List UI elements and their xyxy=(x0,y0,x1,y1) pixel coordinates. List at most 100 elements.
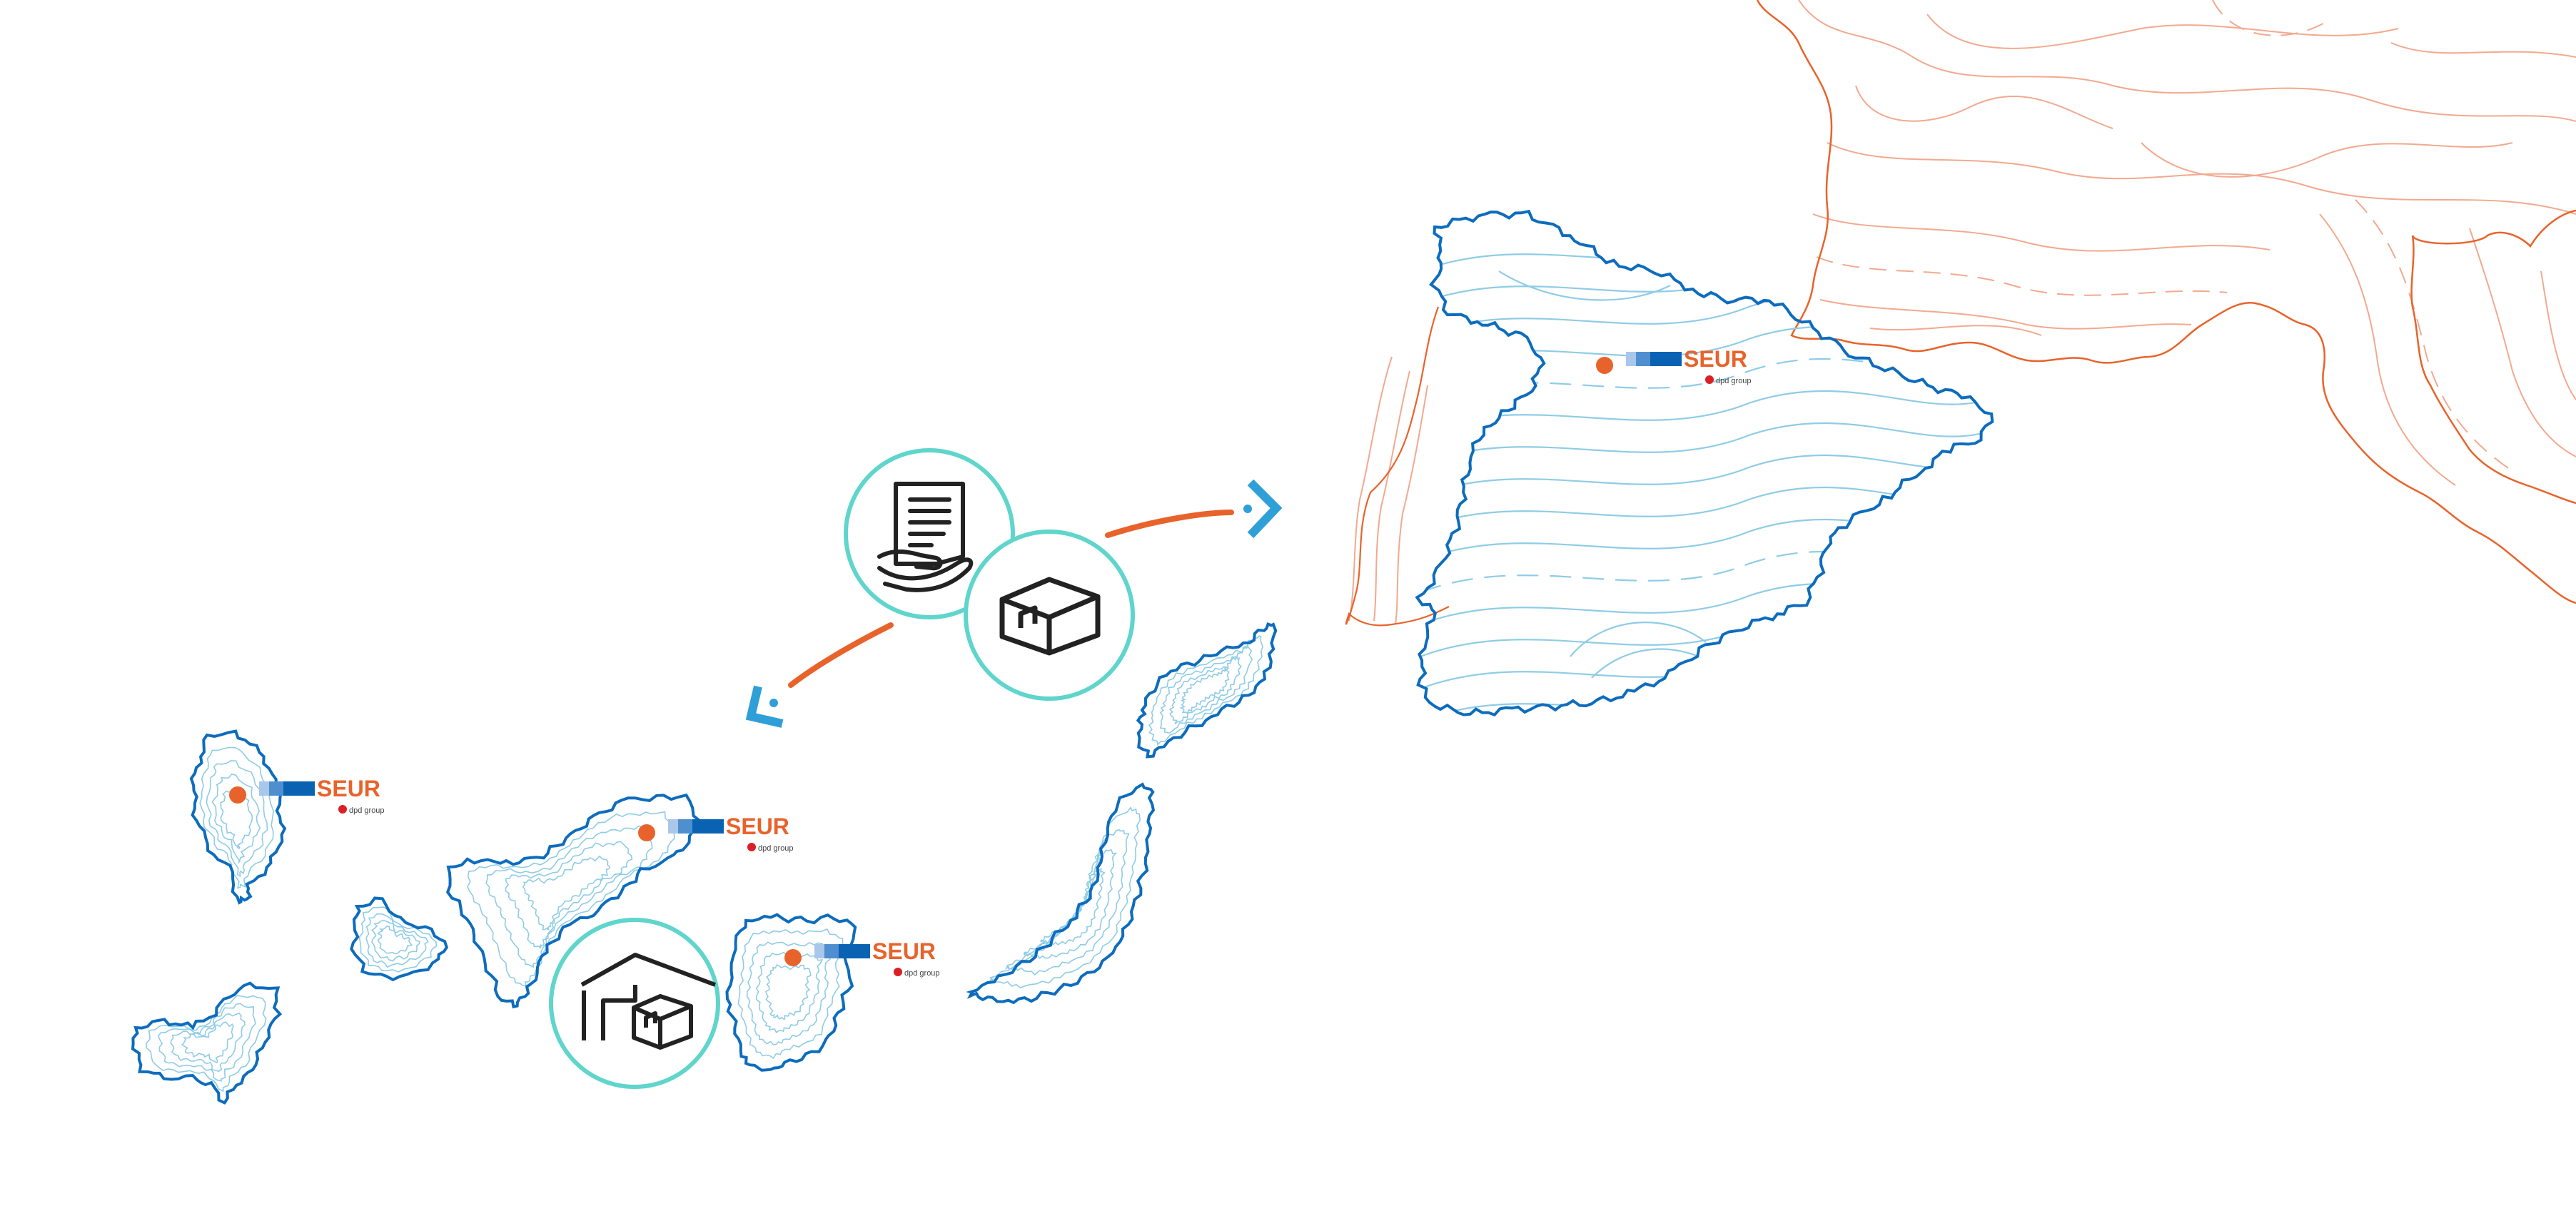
warehouse-icon xyxy=(549,918,720,1089)
contour-line xyxy=(737,928,844,1059)
contour-line xyxy=(1420,422,1993,465)
contour-line xyxy=(1798,0,2576,122)
contour-line xyxy=(2212,0,2328,36)
contour-line xyxy=(1869,325,2042,336)
contour-line xyxy=(157,1003,256,1082)
contour-line xyxy=(1348,356,1393,622)
contour-line xyxy=(1420,518,1993,562)
france-coastline xyxy=(1756,0,2576,604)
contour-line xyxy=(2319,213,2456,486)
contour-line xyxy=(358,906,438,973)
island-coastline xyxy=(189,729,287,905)
contour-line xyxy=(1420,454,1993,497)
contour-line xyxy=(170,1012,246,1073)
seur-marker-tenerife: SEUR dpd group xyxy=(638,814,794,853)
chevron-right-icon xyxy=(1247,479,1283,539)
contour-line xyxy=(1420,390,1993,433)
arrow-to-islands xyxy=(745,622,894,728)
contour-line xyxy=(1420,582,1993,626)
france-contour-lines xyxy=(1348,0,2576,625)
contour-line xyxy=(2540,270,2576,400)
contour-line xyxy=(1819,299,2192,330)
dpd-group-text: dpd group xyxy=(904,969,940,978)
dpd-cube-icon xyxy=(338,805,347,814)
contour-line xyxy=(1498,270,1671,301)
dpd-cube-icon xyxy=(747,843,756,851)
island-coastline xyxy=(350,896,448,982)
spain-coastline xyxy=(1415,209,1994,717)
contour-line xyxy=(1179,666,1230,714)
contour-line xyxy=(211,773,261,864)
contour-line xyxy=(1395,385,1428,625)
contour-line xyxy=(1420,550,1993,594)
logo-bar xyxy=(1626,352,1636,366)
dpd-cube-icon xyxy=(894,968,902,976)
contour-line xyxy=(1827,142,2576,215)
contour-line xyxy=(467,811,675,986)
package-box-icon xyxy=(964,530,1135,701)
contour-line xyxy=(1812,213,2271,252)
logo-bar xyxy=(1650,352,1682,366)
contour-line xyxy=(989,806,1141,989)
contour-line xyxy=(370,920,420,962)
contour-line xyxy=(220,788,253,849)
location-dot xyxy=(638,824,655,841)
dpd-group-text: dpd group xyxy=(1716,377,1752,385)
logo-bar xyxy=(839,944,870,958)
contour-line xyxy=(755,951,824,1033)
seur-logo-text: SEUR xyxy=(1684,346,1747,372)
island-coastline xyxy=(445,793,702,1009)
contour-line xyxy=(1159,646,1253,734)
contour-line xyxy=(1148,635,1263,746)
contour-line xyxy=(377,926,413,955)
island-gran-canaria xyxy=(725,913,857,1072)
canary-islands xyxy=(131,622,1278,1105)
contour-line xyxy=(1420,614,1993,658)
contour-line xyxy=(505,841,633,950)
seur-logo-text: SEUR xyxy=(726,814,789,839)
logo-bar xyxy=(259,781,269,796)
dpd-cube-icon xyxy=(1705,375,1714,384)
contour-line xyxy=(1420,229,1993,273)
seur-marker-spain: SEUR dpd group xyxy=(1596,346,1752,385)
portugal-coastline xyxy=(1345,306,1450,627)
island-tenerife xyxy=(445,793,702,1009)
spain-contour-lines xyxy=(1420,229,1993,715)
contour-line xyxy=(365,913,429,968)
corsica-coastline xyxy=(2410,209,2576,505)
contour-line xyxy=(522,855,611,931)
island-la-gomera xyxy=(350,896,448,982)
seur-logo-text: SEUR xyxy=(872,938,936,964)
spain-region xyxy=(1415,209,1994,717)
contour-line xyxy=(746,941,833,1045)
island-el-hierro xyxy=(131,981,283,1105)
contour-line xyxy=(1420,261,1993,305)
contour-line xyxy=(1816,256,2228,296)
island-fuerteventura xyxy=(966,782,1156,1005)
contour-line xyxy=(1926,14,2399,49)
contour-line xyxy=(1023,848,1117,960)
logo-bar xyxy=(678,819,692,834)
contour-line xyxy=(2355,199,2513,472)
contour-line xyxy=(146,995,267,1093)
contour-line xyxy=(206,760,268,877)
contour-line xyxy=(2141,142,2513,178)
logo-bar xyxy=(692,819,724,834)
contour-line xyxy=(1570,622,1707,657)
contour-line xyxy=(1420,679,1993,715)
chevron-corner-icon xyxy=(745,685,784,728)
contour-line xyxy=(1420,486,1993,530)
logo-bar xyxy=(814,944,824,958)
island-la-palma xyxy=(189,729,287,905)
contour-line xyxy=(199,746,274,889)
contour-line xyxy=(765,964,812,1020)
dpd-group-text: dpd group xyxy=(349,806,385,815)
island-coastline xyxy=(131,981,283,1105)
island-coastline xyxy=(966,782,1156,1005)
contour-line xyxy=(1855,85,2113,129)
logo-bar xyxy=(824,944,839,958)
logo-bar xyxy=(283,781,315,796)
logo-bar xyxy=(269,781,283,796)
dpd-group-text: dpd group xyxy=(758,844,794,853)
location-dot xyxy=(229,786,246,804)
